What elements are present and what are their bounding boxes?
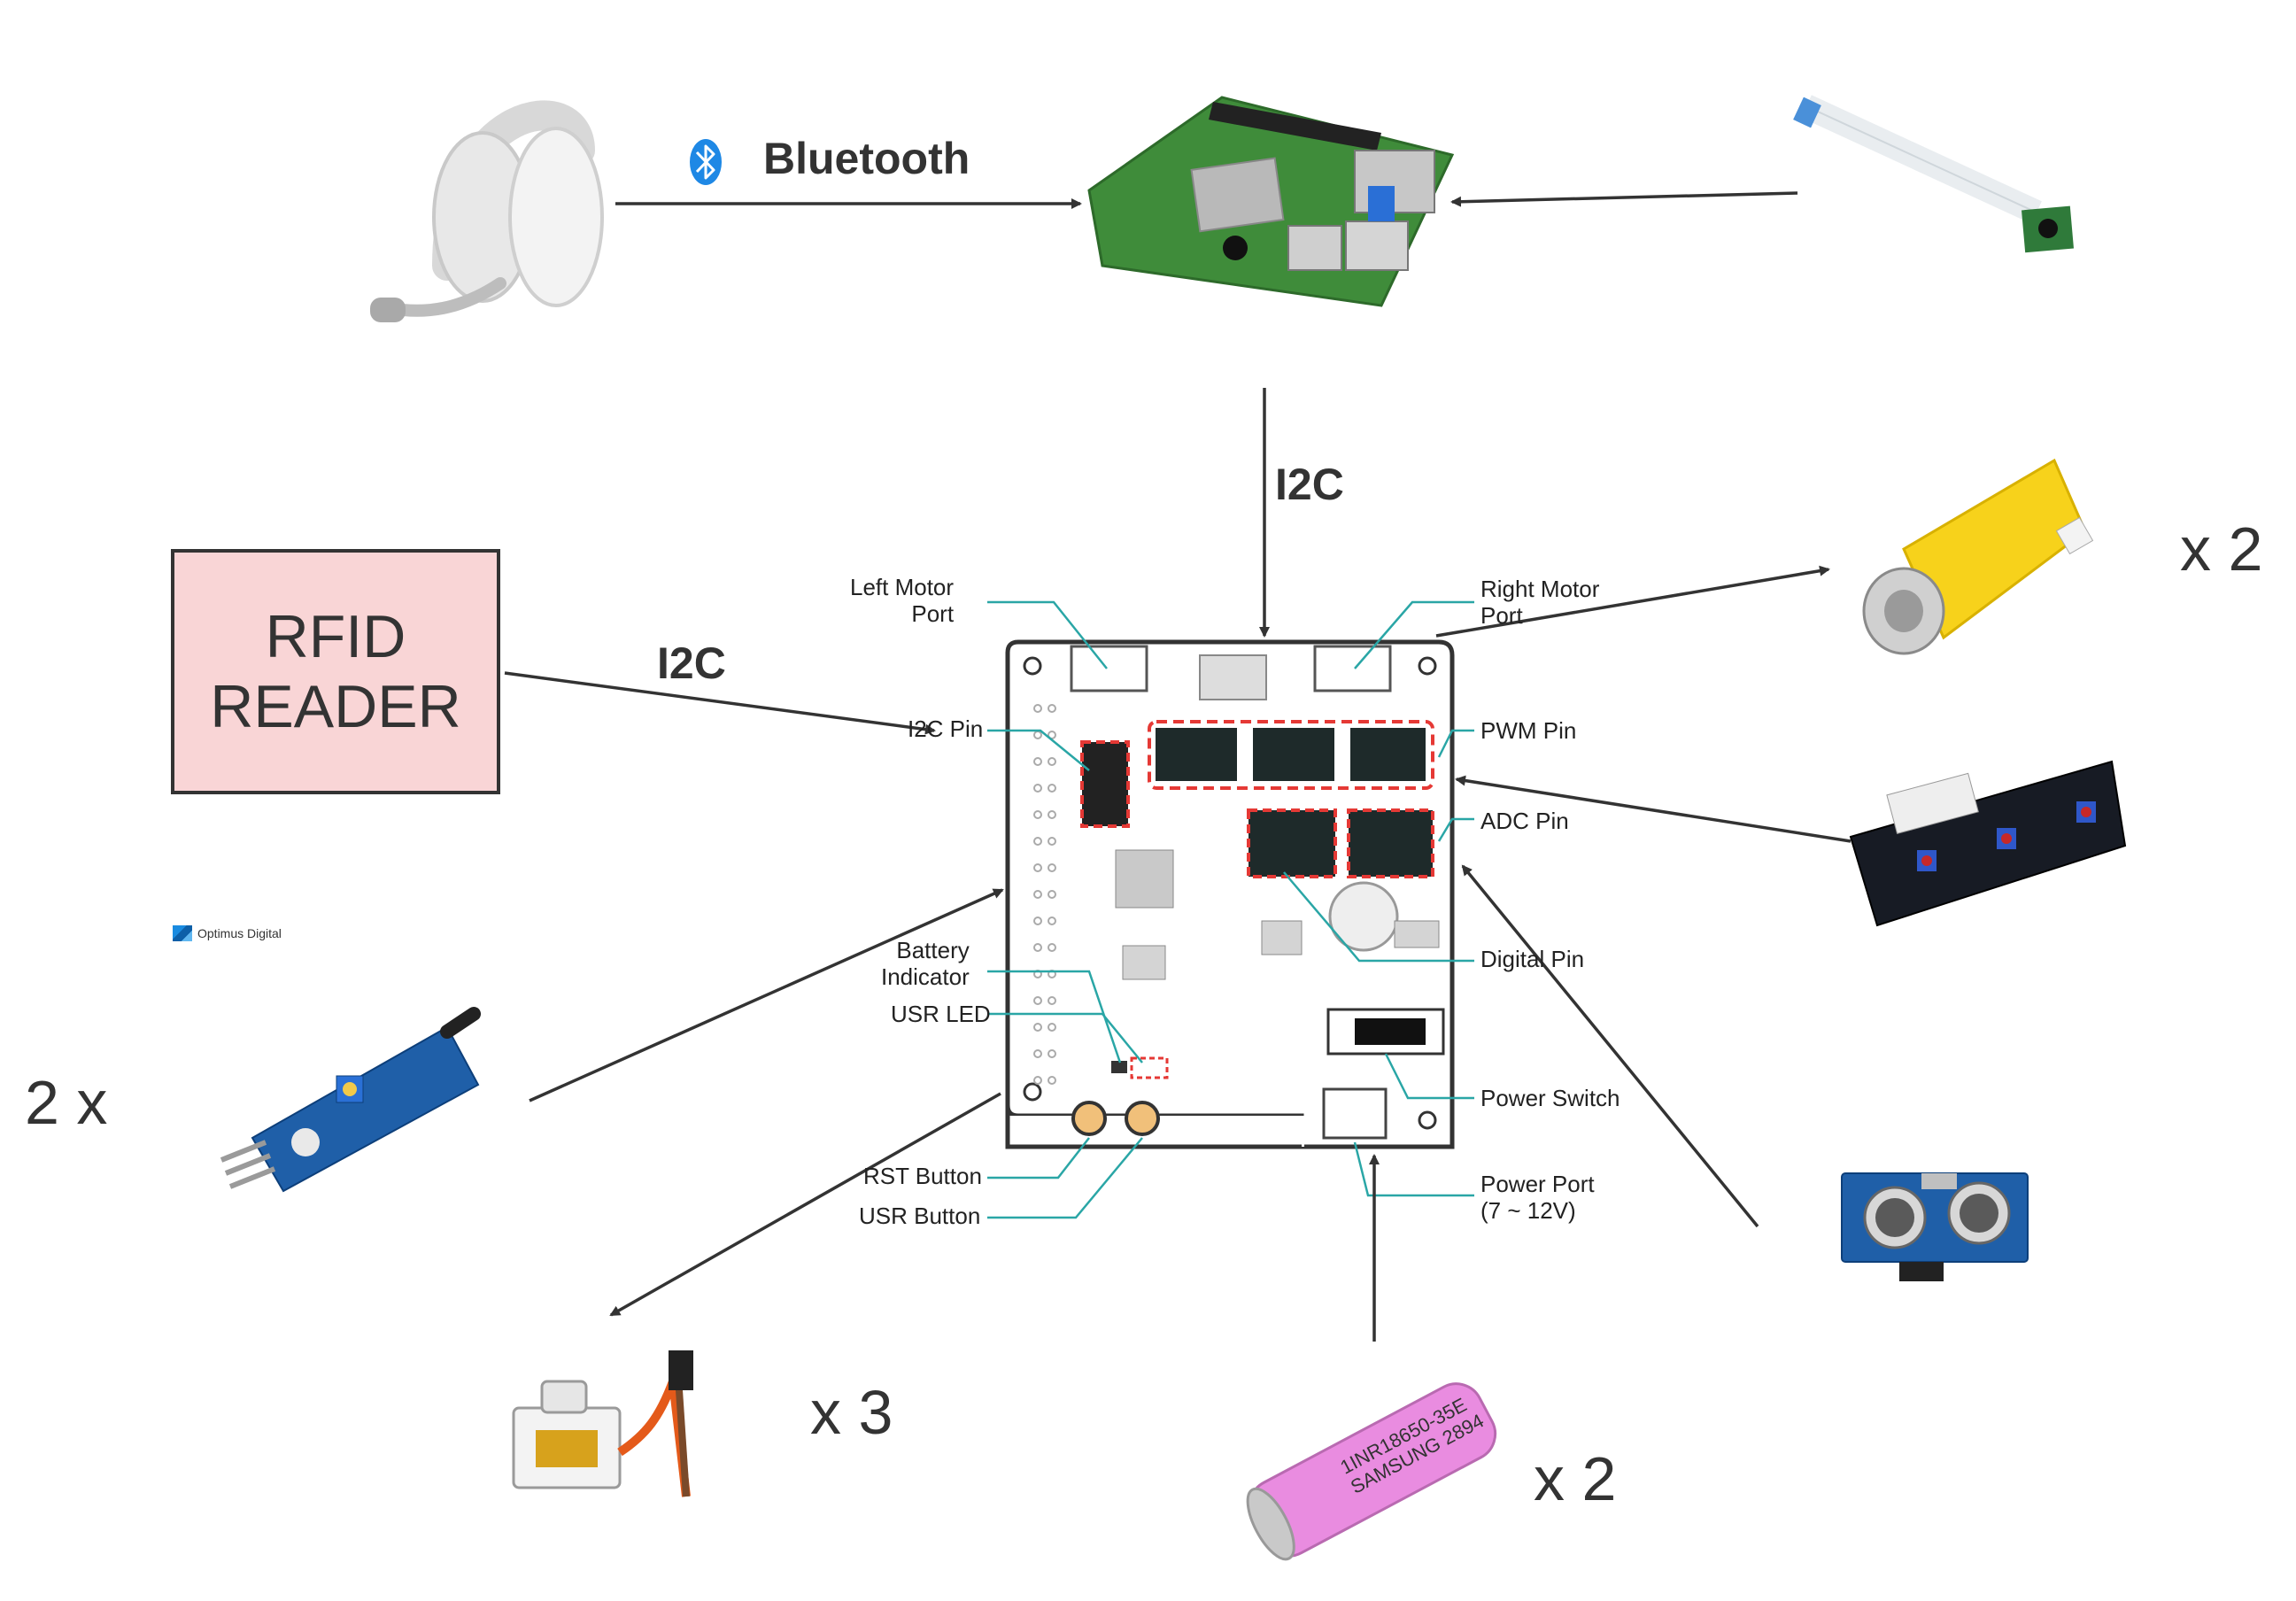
adc-pin-label: ADC Pin [1480, 808, 1569, 834]
arrow-hat-to-servo [609, 1092, 1001, 1317]
brand-logo: Optimus Digital [173, 925, 282, 941]
gpio-header [1033, 704, 1056, 1085]
digital-pin-label: Digital Pin [1480, 946, 1585, 972]
connection-arrows [504, 191, 1851, 1342]
rfid-label-line1: RFID [265, 603, 406, 671]
left-motor-port-label: Left Motor Port [850, 574, 955, 627]
sensor-module-icon [220, 1007, 481, 1193]
arrow-sensor-to-hat [529, 888, 1004, 1102]
camera-module-icon [1793, 95, 2074, 253]
rfid-label-line2: READER [210, 672, 461, 740]
power-switch-label: Power Switch [1480, 1085, 1620, 1111]
headset-icon [370, 100, 604, 322]
battery-icon: 1INR18650-35E SAMSUNG 2894 [1246, 1382, 1497, 1561]
servo-icon [512, 1350, 693, 1497]
robot-hat-board [1005, 639, 1455, 1149]
battery-quantity: x 2 [1534, 1444, 1617, 1513]
right-motor-port-label: Right Motor Port [1480, 576, 1600, 629]
raspberry-pi-icon [1087, 96, 1455, 307]
i2c-top-label: I2C [1275, 460, 1344, 509]
rfid-reader-box: RFID READER [171, 549, 500, 794]
arrow-hat-to-motor [1435, 565, 1830, 638]
grayscale-sensor-icon [1849, 760, 2127, 927]
sensor-quantity: 2 x [25, 1068, 108, 1137]
brand-name: Optimus Digital [197, 926, 282, 940]
bluetooth-icon [690, 139, 722, 185]
usr-led-label: USR LED [891, 1001, 991, 1027]
i2c-pin-label: I2C Pin [908, 715, 984, 742]
pwm-pin-label: PWM Pin [1480, 717, 1577, 744]
arrow-ultrasonic-to-hat [1461, 864, 1759, 1228]
usr-button-label: USR Button [859, 1203, 981, 1229]
motor-quantity: x 2 [2180, 514, 2263, 584]
ultrasonic-sensor-icon [1841, 1172, 2029, 1281]
power-port-label: Power Port (7 ~ 12V) [1480, 1171, 1595, 1224]
arrow-rfid-to-hat [504, 671, 936, 735]
servo-quantity: x 3 [810, 1378, 893, 1447]
rst-button-label: RST Button [863, 1163, 982, 1189]
arrow-grayscale-to-hat [1455, 775, 1851, 843]
bluetooth-label: Bluetooth [763, 134, 970, 183]
battery-indicator-label: Battery Indicator [881, 937, 970, 990]
arrow-camera-to-pi [1450, 191, 1798, 207]
gear-motor-icon [1862, 458, 2094, 655]
brand-logo-icon [173, 925, 192, 941]
i2c-left-label: I2C [657, 638, 726, 688]
callout-lines [987, 600, 1474, 1219]
